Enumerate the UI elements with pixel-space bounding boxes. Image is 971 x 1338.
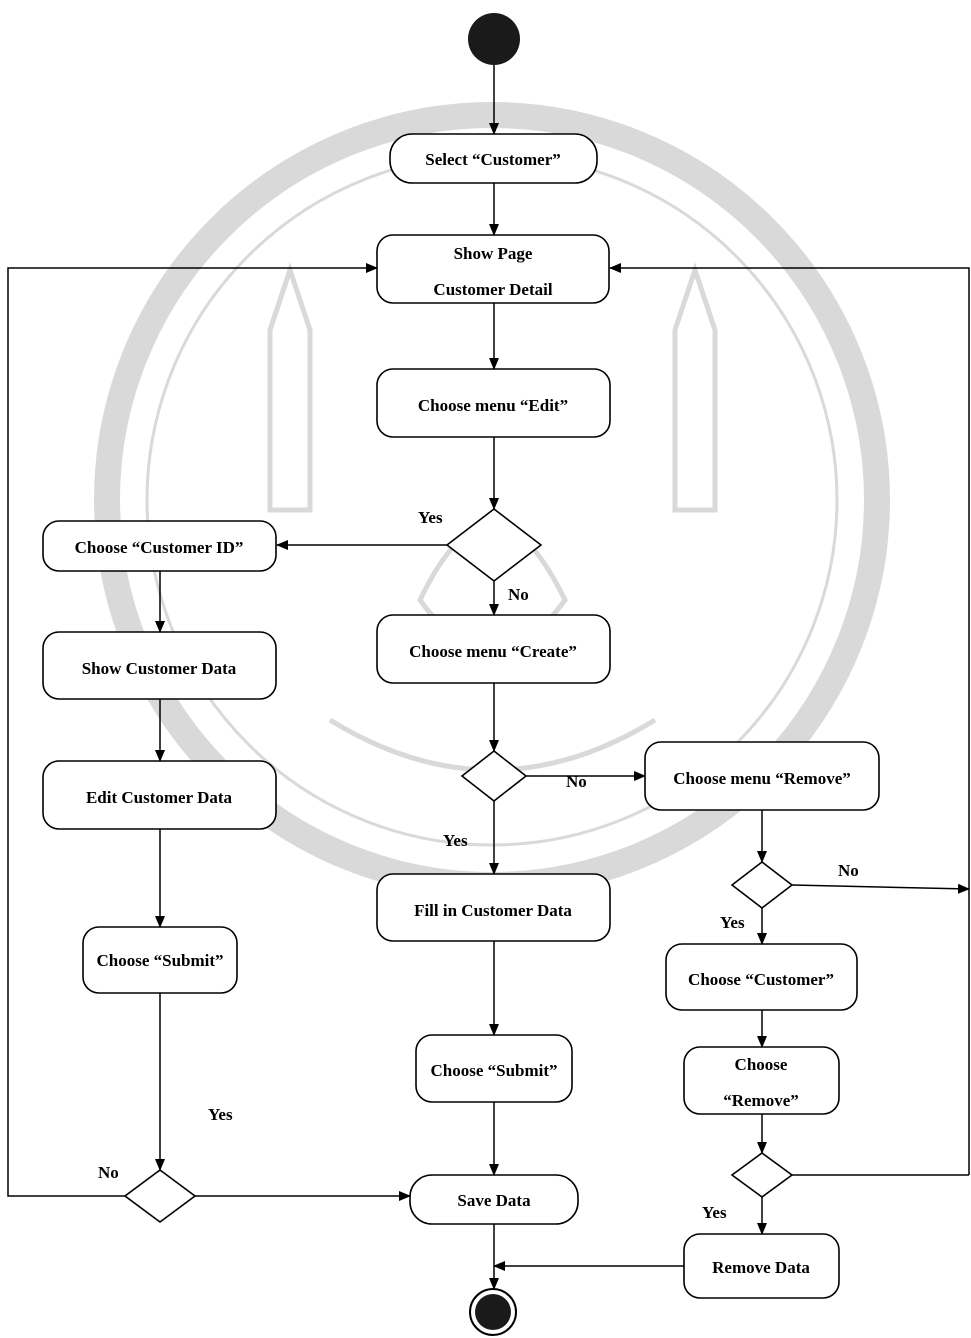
choose-remove-label-line2: “Remove” — [723, 1091, 799, 1110]
show-page-label-line2: Customer Detail — [433, 280, 552, 299]
choose-submit-center-label: Choose “Submit” — [430, 1061, 557, 1080]
edit-decision — [445, 507, 543, 583]
choose-remove-menu-label: Choose menu “Remove” — [673, 769, 851, 788]
save-data-node: Save Data — [409, 1174, 579, 1225]
remove-decision — [730, 860, 794, 910]
edit-customer-data-label: Edit Customer Data — [86, 788, 233, 807]
edit-no-label: No — [508, 585, 529, 604]
show-page-node: Show Page Customer Detail — [376, 234, 610, 304]
start-node — [468, 13, 520, 65]
show-page-label-line1: Show Page — [454, 244, 533, 263]
remove-data-node: Remove Data — [683, 1233, 840, 1299]
show-customer-data-node: Show Customer Data — [42, 631, 277, 700]
create-yes-label: Yes — [443, 831, 468, 850]
select-customer-label: Select “Customer” — [425, 150, 561, 169]
choose-customer-label: Choose “Customer” — [688, 970, 834, 989]
select-customer-node: Select “Customer” — [389, 133, 598, 184]
create-no-label: No — [566, 772, 587, 791]
choose-remove-menu-node: Choose menu “Remove” — [644, 741, 880, 811]
edges — [7, 65, 970, 1290]
remove-yes-label: Yes — [720, 913, 745, 932]
choose-edit-node: Choose menu “Edit” — [376, 368, 611, 438]
choose-edit-label: Choose menu “Edit” — [418, 396, 568, 415]
fill-customer-data-label: Fill in Customer Data — [414, 901, 572, 920]
show-customer-data-label: Show Customer Data — [82, 659, 237, 678]
fill-customer-data-node: Fill in Customer Data — [376, 873, 611, 942]
save-data-label: Save Data — [457, 1191, 531, 1210]
choose-remove-label-line1: Choose — [735, 1055, 788, 1074]
choose-create-label: Choose menu “Create” — [409, 642, 577, 661]
edit-customer-data-node: Edit Customer Data — [42, 760, 277, 830]
remove-no-label: No — [838, 861, 859, 880]
choose-submit-center-node: Choose “Submit” — [415, 1034, 573, 1103]
choose-customer-node: Choose “Customer” — [665, 943, 858, 1011]
create-decision — [460, 749, 528, 803]
submit-decision — [123, 1169, 197, 1223]
submit-yes-label: Yes — [208, 1105, 233, 1124]
choose-remove-node: Choose “Remove” — [683, 1046, 840, 1115]
remove-data-label: Remove Data — [712, 1258, 810, 1277]
end-node — [469, 1288, 517, 1336]
choose-customer-id-label: Choose “Customer ID” — [75, 538, 244, 557]
choose-customer-id-node: Choose “Customer ID” — [42, 520, 277, 572]
choose-submit-left-node: Choose “Submit” — [82, 926, 238, 994]
confirm-yes-label: Yes — [702, 1203, 727, 1222]
edit-yes-label: Yes — [418, 508, 443, 527]
choose-submit-left-label: Choose “Submit” — [96, 951, 223, 970]
submit-no-label: No — [98, 1163, 119, 1182]
choose-create-node: Choose menu “Create” — [376, 614, 611, 684]
confirm-decision — [730, 1152, 794, 1198]
